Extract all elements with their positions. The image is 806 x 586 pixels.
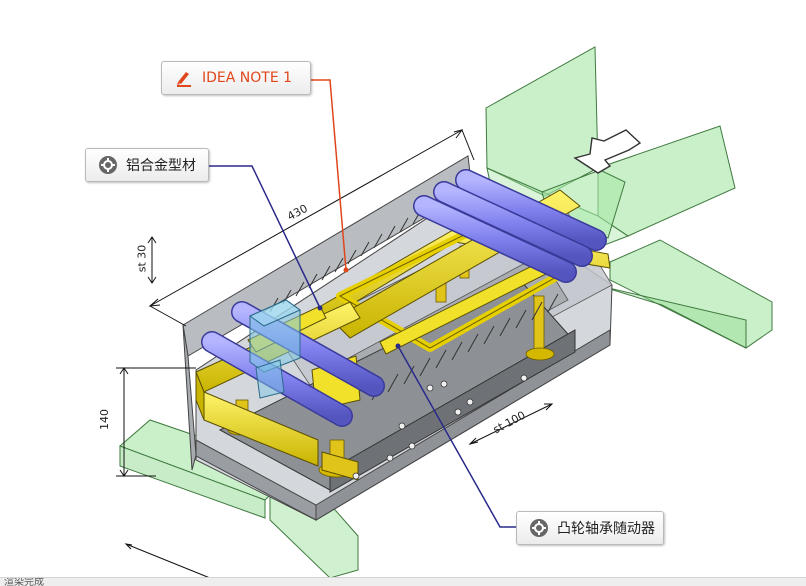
roller-shaft	[455, 169, 607, 251]
dimension-height-label: 140	[98, 409, 111, 430]
flow-arrow-icon	[573, 129, 642, 174]
aluminium-profile-callout[interactable]: 铝合金型材	[85, 148, 209, 182]
dimension-stroke-30-label: st 30	[135, 244, 149, 273]
roller-shaft	[413, 195, 577, 283]
leader-lines	[209, 79, 516, 528]
gear-icon	[98, 155, 118, 175]
status-bar: 渲染完成	[0, 577, 806, 586]
dimension-lines	[116, 129, 554, 579]
status-text: 渲染完成	[4, 577, 44, 586]
pencil-icon	[174, 68, 194, 88]
roller-shaft	[433, 181, 593, 267]
cam-follower-label: 凸轮轴承随动器	[557, 521, 655, 537]
cam-follower-callout[interactable]: 凸轮轴承随动器	[516, 511, 664, 545]
bolts	[352, 374, 528, 480]
idea-note-label: IDEA NOTE 1	[202, 70, 293, 86]
idea-note-callout[interactable]: IDEA NOTE 1	[161, 61, 311, 95]
gear-icon	[529, 518, 549, 538]
aluminium-profile-label: 铝合金型材	[126, 158, 196, 174]
side-slats	[269, 201, 559, 401]
workpiece-box	[248, 299, 302, 399]
